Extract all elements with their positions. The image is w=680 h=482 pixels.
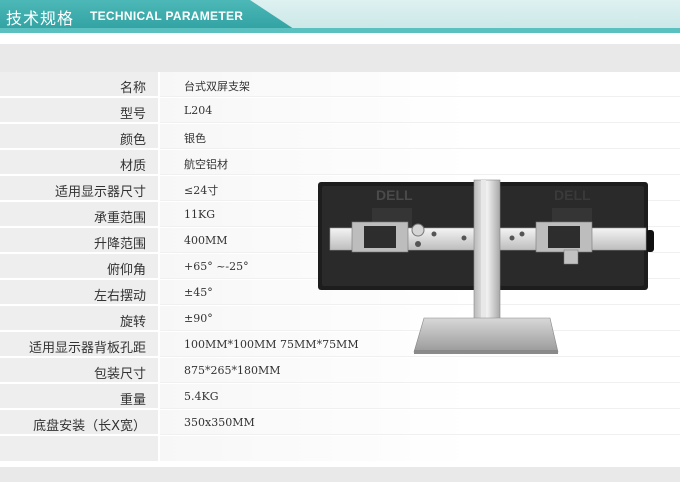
- spec-value: ≤24寸: [184, 184, 219, 197]
- spec-row: 型号 L204: [0, 98, 680, 124]
- spec-row: 重量 5.4KG: [0, 384, 680, 410]
- spec-label: 颜色: [119, 133, 146, 148]
- header-title-cn: 技术规格: [6, 9, 75, 28]
- spec-label-cell: 俯仰角: [0, 254, 158, 279]
- spec-value-cell: 5.4KG: [160, 384, 680, 409]
- spec-label-cell: 升降范围: [0, 228, 158, 253]
- spec-value-cell: 台式双屏支架: [160, 72, 680, 97]
- spec-label: 承重范围: [93, 211, 146, 226]
- spec-row: 材质 航空铝材: [0, 150, 680, 176]
- spec-value-cell: 875*265*180MM: [160, 358, 680, 383]
- spec-blank-row: [0, 436, 680, 462]
- spec-value: 台式双屏支架: [184, 80, 250, 93]
- spec-label-cell: [0, 436, 158, 461]
- header-stripe: [0, 28, 680, 33]
- spec-label-cell: 名称: [0, 72, 158, 97]
- left-mount: [351, 221, 467, 253]
- spec-label-cell: 承重范围: [0, 202, 158, 227]
- brand-logo-right: DELL: [554, 187, 591, 203]
- spec-label: 左右摆动: [93, 289, 146, 304]
- spec-label: 材质: [119, 159, 146, 174]
- spec-label: 型号: [119, 107, 146, 122]
- spec-label-cell: 适用显示器背板孔距: [0, 332, 158, 357]
- spec-row: 名称 台式双屏支架: [0, 72, 680, 98]
- spec-value: 875*265*180MM: [184, 364, 281, 377]
- spec-row: 包装尺寸 875*265*180MM: [0, 358, 680, 384]
- spec-label: 包装尺寸: [93, 367, 146, 382]
- spec-value: 航空铝材: [184, 158, 228, 171]
- spec-label: 名称: [119, 81, 146, 96]
- spec-label: 俯仰角: [106, 263, 146, 278]
- section-header: 技术规格 TECHNICAL PARAMETER: [0, 0, 680, 33]
- spec-value-cell: 航空铝材: [160, 150, 680, 175]
- spec-value: ±45°: [184, 286, 213, 299]
- spec-label-cell: 底盘安装（长X宽）: [0, 410, 158, 435]
- brand-logo-left: DELL: [376, 187, 413, 203]
- spec-value-cell: L204: [160, 98, 680, 123]
- spec-label-cell: 材质: [0, 150, 158, 175]
- spec-value: L204: [184, 104, 213, 117]
- spec-value: ±90°: [184, 312, 213, 325]
- spec-label: 适用显示器尺寸: [54, 185, 146, 200]
- header-title-en: TECHNICAL PARAMETER: [90, 9, 244, 23]
- bottom-gray-band: [0, 467, 680, 482]
- spec-value: 400MM: [184, 234, 228, 247]
- header-accent: [0, 0, 300, 33]
- spec-label: 重量: [119, 393, 146, 408]
- spec-row: 底盘安装（长X宽） 350x350MM: [0, 410, 680, 436]
- spec-value-cell: ±90°: [160, 306, 680, 331]
- spec-row: 颜色 银色: [0, 124, 680, 150]
- stand-base: [413, 317, 559, 353]
- spec-value-cell: 银色: [160, 124, 680, 149]
- spec-value-cell: 350x350MM: [160, 410, 680, 435]
- spec-value: +65° ~-25°: [184, 260, 249, 273]
- spec-label-cell: 适用显示器尺寸: [0, 176, 158, 201]
- spec-row: 旋转 ±90°: [0, 306, 680, 332]
- spec-label-cell: 左右摆动: [0, 280, 158, 305]
- product-image: DELL DELL: [318, 179, 654, 354]
- spec-label-cell: 型号: [0, 98, 158, 123]
- spec-label: 底盘安装（长X宽）: [33, 419, 146, 434]
- spec-label-cell: 旋转: [0, 306, 158, 331]
- spec-label-cell: 颜色: [0, 124, 158, 149]
- spec-value: 11KG: [184, 208, 216, 221]
- right-mount: [509, 221, 593, 265]
- spec-value: 5.4KG: [184, 390, 219, 403]
- spec-label-cell: 包装尺寸: [0, 358, 158, 383]
- spec-label-cell: 重量: [0, 384, 158, 409]
- spec-value: 350x350MM: [184, 416, 255, 429]
- spec-label: 旋转: [119, 315, 146, 330]
- top-gray-band: [0, 44, 680, 72]
- spec-value: 100MM*100MM 75MM*75MM: [184, 338, 359, 351]
- spec-value: 银色: [184, 132, 206, 145]
- spec-value-cell: [160, 436, 680, 461]
- spec-label: 升降范围: [93, 237, 146, 252]
- spec-label: 适用显示器背板孔距: [28, 341, 146, 356]
